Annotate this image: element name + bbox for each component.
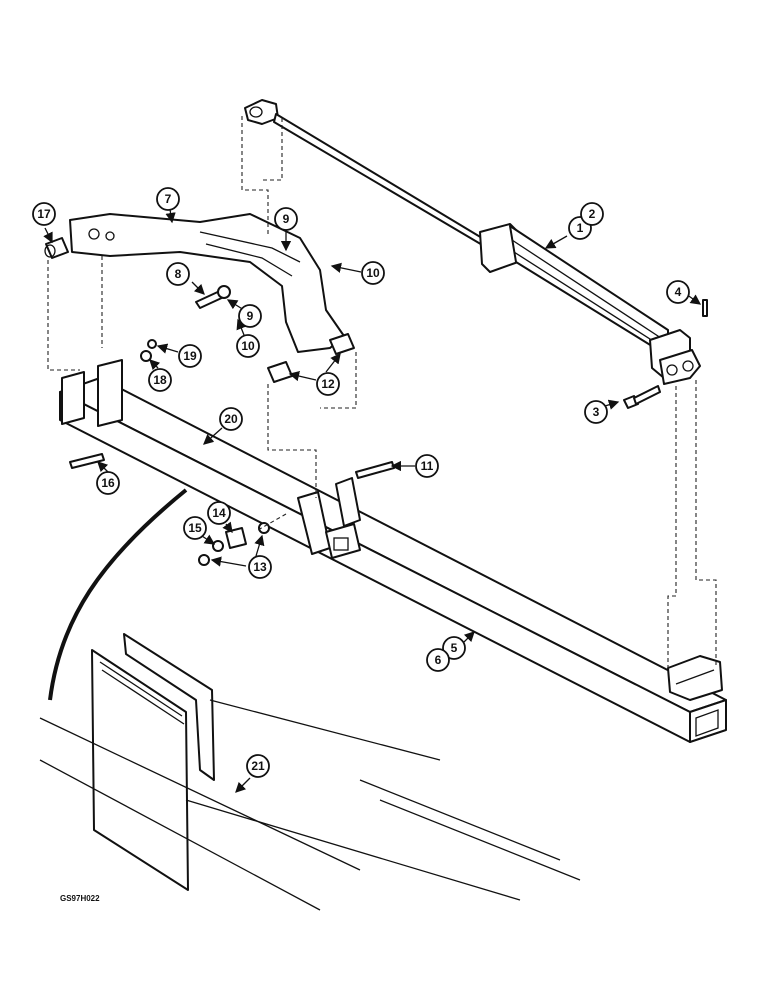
callout-21: 21 — [246, 754, 270, 778]
assembly-guide-lines — [47, 116, 717, 672]
callout-6-label: 6 — [435, 653, 442, 667]
callout-7-label: 7 — [165, 192, 172, 206]
callout-21-label: 21 — [251, 759, 265, 773]
pivot-arm — [69, 213, 345, 353]
callout-11-label: 11 — [421, 459, 434, 473]
callout-19-label: 19 — [183, 349, 197, 363]
callout-15-label: 15 — [188, 521, 202, 535]
hydraulic-cylinder — [244, 99, 701, 385]
callout-12: 12 — [316, 372, 340, 396]
callout-9-upper-label: 9 — [283, 212, 290, 226]
callout-4: 4 — [666, 280, 690, 304]
callout-17: 17 — [32, 202, 56, 226]
callout-14: 14 — [207, 501, 231, 525]
callout-5: 5 — [442, 636, 466, 660]
callout-15: 15 — [183, 516, 207, 540]
callout-16: 16 — [96, 471, 120, 495]
callout-6: 6 — [426, 648, 450, 672]
callout-2-label: 2 — [589, 207, 596, 221]
callout-16-label: 16 — [101, 476, 115, 490]
arm-pin — [195, 285, 231, 309]
callout-12-label: 12 — [321, 377, 335, 391]
main-tube — [59, 359, 727, 743]
callout-13-label: 13 — [253, 560, 267, 574]
callout-19: 19 — [178, 344, 202, 368]
callout-8: 8 — [166, 262, 190, 286]
callout-1-label: 1 — [577, 221, 584, 235]
callout-18: 18 — [148, 368, 172, 392]
bushing — [44, 237, 69, 259]
callout-18-label: 18 — [153, 373, 167, 387]
callout-20: 20 — [219, 407, 243, 431]
callout-7: 7 — [156, 187, 180, 211]
wear-plates — [267, 333, 355, 383]
callout-10-lower: 10 — [236, 334, 260, 358]
cylinder-pin — [702, 299, 708, 317]
hardware — [140, 339, 270, 566]
callout-9-upper: 9 — [274, 207, 298, 231]
callout-17-label: 17 — [37, 207, 51, 221]
callout-10-lower-label: 10 — [241, 339, 255, 353]
callout-14-label: 14 — [212, 506, 226, 520]
callout-8-label: 8 — [175, 267, 182, 281]
callout-3: 3 — [584, 400, 608, 424]
callout-11: 11 — [415, 454, 439, 478]
callout-10-upper-label: 10 — [366, 266, 380, 280]
callout-3-label: 3 — [593, 405, 600, 419]
drawing-code: GS97H022 — [60, 894, 100, 903]
callout-13: 13 — [248, 555, 272, 579]
header-assembly — [39, 488, 581, 911]
cylinder-bolt — [623, 385, 661, 409]
callout-9-lower-label: 9 — [247, 309, 254, 323]
callout-2: 2 — [580, 202, 604, 226]
callout-5-label: 5 — [451, 641, 458, 655]
callout-4-label: 4 — [675, 285, 682, 299]
callout-10-upper: 10 — [361, 261, 385, 285]
callout-20-label: 20 — [224, 412, 238, 426]
callout-9-lower: 9 — [238, 304, 262, 328]
